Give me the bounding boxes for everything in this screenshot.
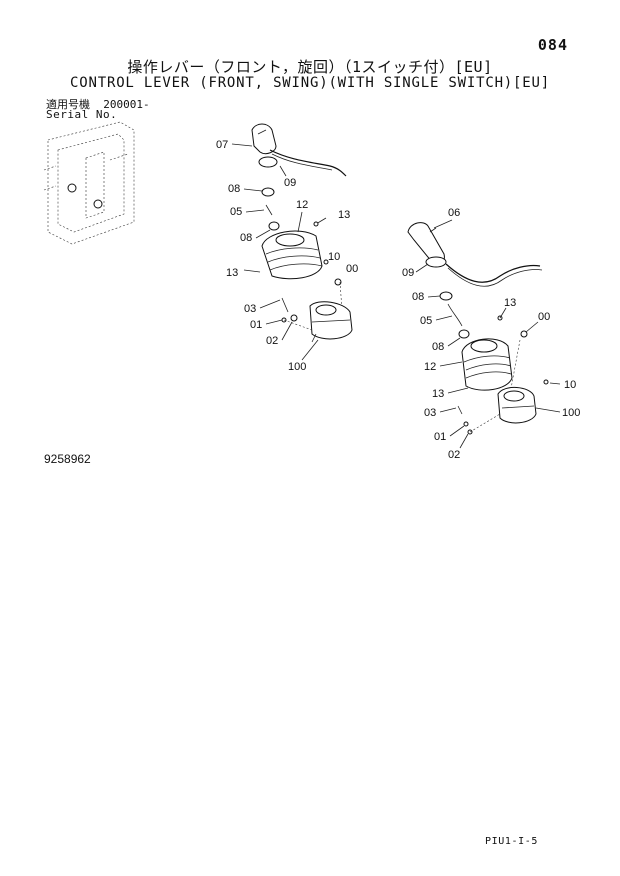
locator-lever-left-icon xyxy=(67,183,77,193)
illustration-part-number: 9258962 xyxy=(44,452,91,466)
callout-05: 05 xyxy=(230,206,242,218)
callout-13rb: 13 xyxy=(432,388,444,400)
page-code: PIU1-I-5 xyxy=(485,836,538,847)
callout-10: 10 xyxy=(328,251,340,263)
left-control-lever-assembly: 07 09 08 05 12 13 08 10 00 13 03 01 02 1… xyxy=(216,123,358,373)
callout-08r: 08 xyxy=(412,291,424,303)
ring-09r-icon xyxy=(425,256,447,268)
callout-03: 03 xyxy=(244,303,256,315)
callout-08: 08 xyxy=(228,183,240,195)
nut-08rb-icon xyxy=(458,329,470,339)
callout-12r: 12 xyxy=(424,361,436,373)
serial-applicability: 適用号機 200001- xyxy=(46,96,150,112)
nut-08r-icon xyxy=(439,291,453,301)
ring-09-icon xyxy=(258,156,278,168)
callout-13: 13 xyxy=(338,209,350,221)
callout-03r: 03 xyxy=(424,407,436,419)
callout-00r: 00 xyxy=(538,311,550,323)
callout-06: 06 xyxy=(448,207,460,219)
callout-02: 02 xyxy=(266,335,278,347)
callout-100r: 100 xyxy=(562,407,580,419)
callout-100: 100 xyxy=(288,361,306,373)
callout-13b: 13 xyxy=(226,267,238,279)
page-number: 084 xyxy=(537,36,568,54)
callout-08b: 08 xyxy=(240,232,252,244)
nut-08b-icon xyxy=(268,221,280,231)
callout-05r: 05 xyxy=(420,315,432,327)
serial-label-jp: 適用号機 xyxy=(46,98,90,111)
right-control-lever-assembly: 06 09 08 13 05 00 08 12 10 13 03 100 01 … xyxy=(402,207,580,461)
callout-01: 01 xyxy=(250,319,262,331)
callout-12: 12 xyxy=(296,199,308,211)
nut-08-icon xyxy=(261,187,275,197)
callout-09: 09 xyxy=(284,177,296,189)
callout-07: 07 xyxy=(216,139,228,151)
callout-10r: 10 xyxy=(564,379,576,391)
title-japanese: 操作レバー（フロント，旋回）（1スイッチ付）[EU] xyxy=(127,58,493,76)
machine-locator-sketch xyxy=(43,121,135,245)
callout-09r: 09 xyxy=(402,267,414,279)
callout-08rb: 08 xyxy=(432,341,444,353)
serial-value: 200001- xyxy=(103,98,150,111)
grip-left-icon xyxy=(251,123,277,155)
callout-00: 00 xyxy=(346,263,358,275)
callout-01r: 01 xyxy=(434,431,446,443)
serial-label-en: Serial No. xyxy=(46,108,118,121)
callout-02r: 02 xyxy=(448,449,460,461)
locator-lever-right-icon xyxy=(93,199,103,209)
title-english: CONTROL LEVER (FRONT, SWING)(WITH SINGLE… xyxy=(70,75,550,91)
callout-13r: 13 xyxy=(504,297,516,309)
